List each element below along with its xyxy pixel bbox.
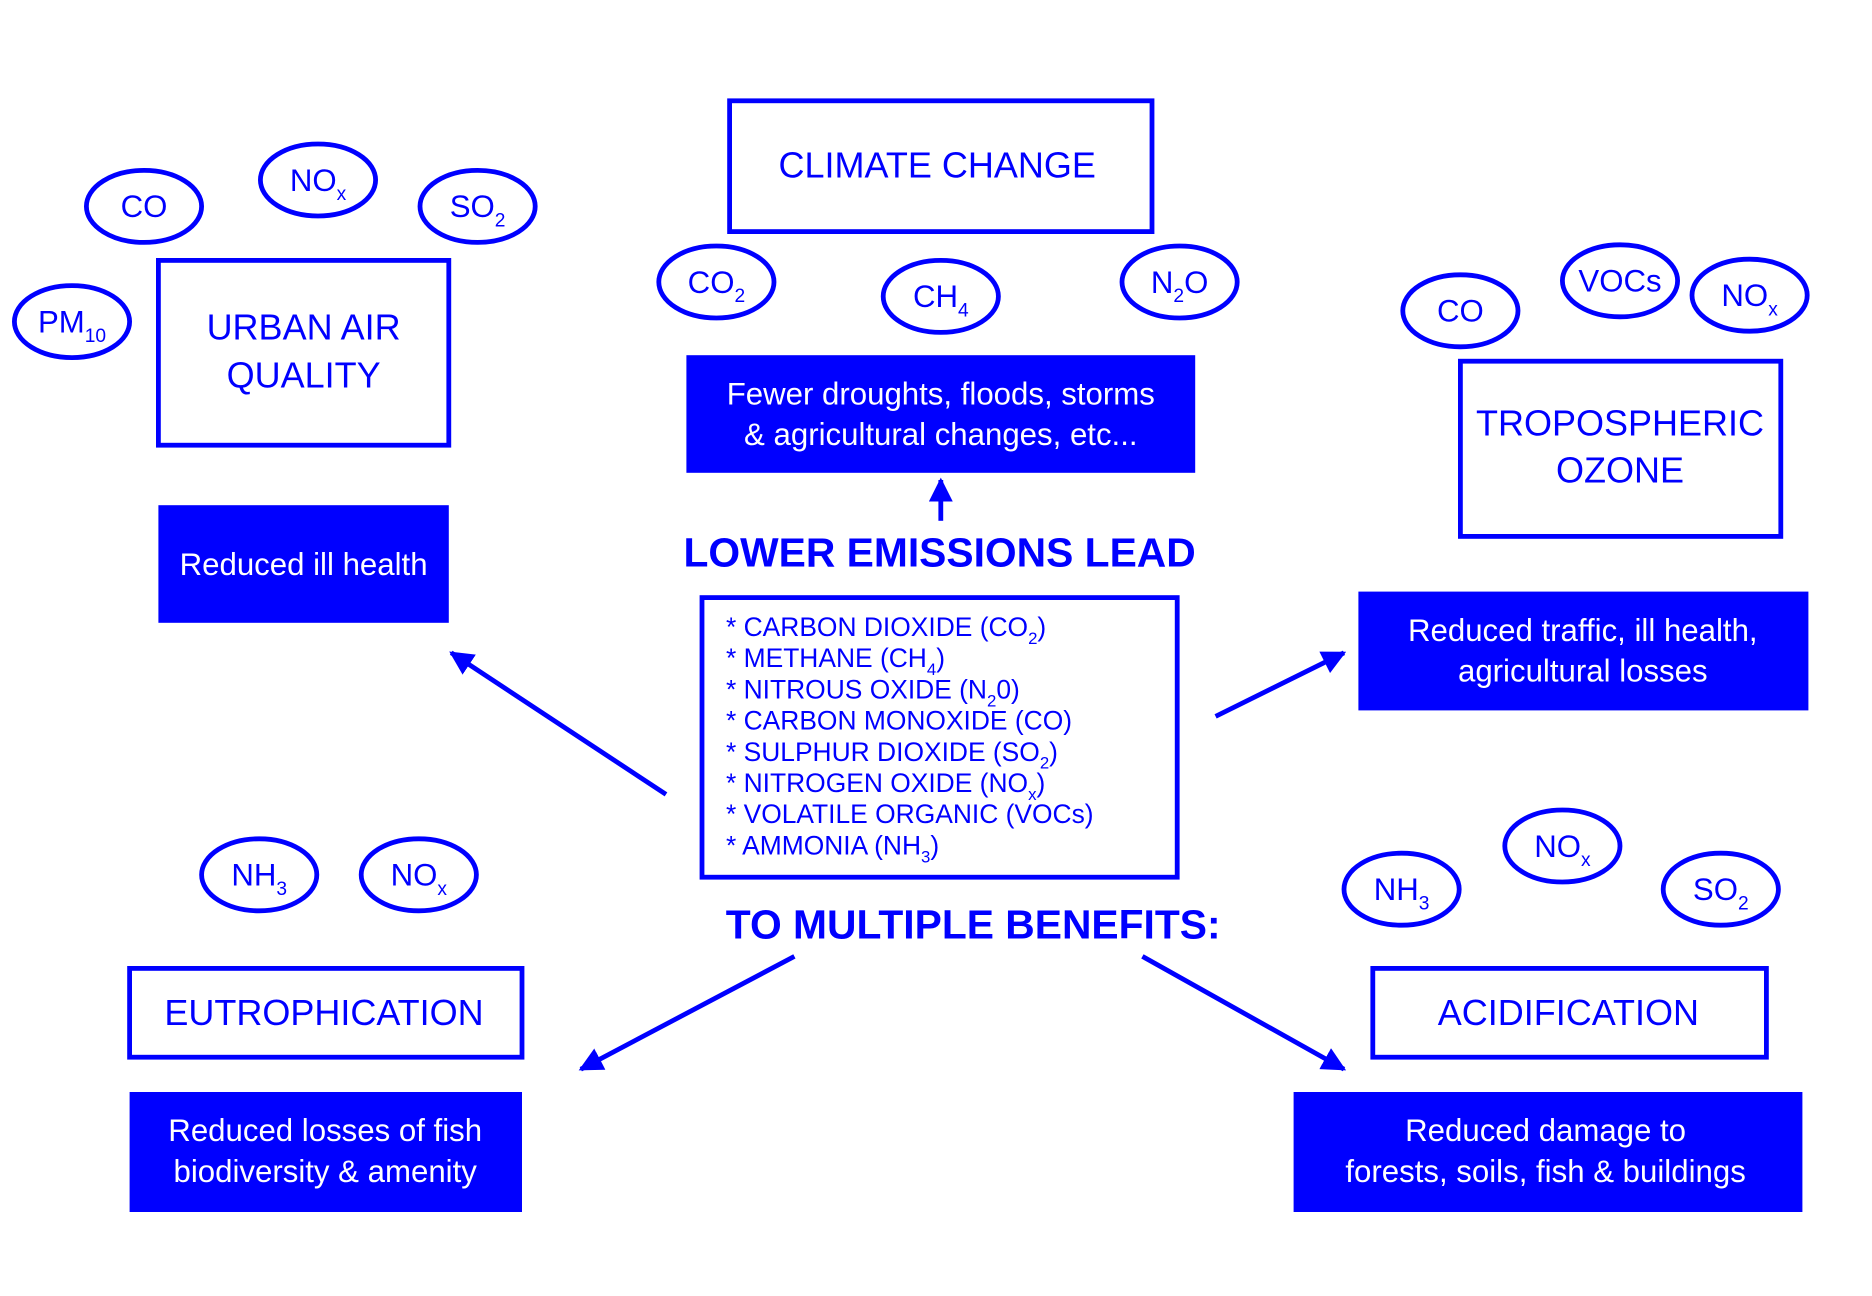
- climate-gas-n2o: N2O: [1119, 243, 1240, 321]
- urban-air-title-1: URBAN AIR: [207, 307, 401, 348]
- gas-label: NH3: [1374, 872, 1430, 914]
- gas-ellipse: [1560, 242, 1680, 320]
- pollutant-item: * SULPHUR DIOXIDE (SO2): [726, 737, 1058, 773]
- arrow-to-urban: [449, 650, 668, 797]
- ozone-box: [1458, 358, 1784, 539]
- gas-label: CO: [1437, 294, 1484, 329]
- eutrophication-group: EUTROPHICATION Reduced losses of fish bi…: [127, 966, 525, 1212]
- acidification-gas-nh3: NH3: [1341, 850, 1462, 928]
- acidification-benefit-line-2: forests, soils, fish & buildings: [1345, 1154, 1745, 1189]
- climate-change-title: CLIMATE CHANGE: [779, 145, 1096, 186]
- acidification-title: ACIDIFICATION: [1438, 992, 1699, 1033]
- pollutant-item: * NITROUS OXIDE (N20): [726, 674, 1020, 710]
- gas-label: SO2: [450, 189, 506, 231]
- acidification-benefit-box: [1293, 1092, 1803, 1212]
- ozone-benefit-line-1: Reduced traffic, ill health,: [1408, 613, 1758, 648]
- pollutant-item: * CARBON DIOXIDE (CO2): [726, 612, 1046, 648]
- eutrophication-benefit-box: [129, 1092, 522, 1212]
- heading-lower-emissions: LOWER EMISSIONS LEAD: [683, 529, 1195, 575]
- eutrophication-gas-nox: NOx: [358, 836, 479, 914]
- pollutant-item: * CARBON MONOXIDE (CO): [726, 706, 1072, 736]
- gas-label: NOx: [290, 163, 347, 205]
- climate-change-box: [727, 98, 1155, 234]
- arrow-to-eutrophication: [578, 954, 796, 1072]
- gas-label: VOCs: [1578, 264, 1661, 299]
- gas-label: NOx: [1721, 278, 1778, 320]
- climate-gas-ch4: CH4: [880, 258, 1001, 335]
- climate-gas-co2: CO2: [656, 243, 777, 321]
- gas-ellipse: [84, 168, 204, 245]
- ozone-group: TROPOSPHERIC OZONE Reduced traffic, ill …: [1358, 358, 1809, 711]
- acidification-group: ACIDIFICATION Reduced damage to forests,…: [1293, 966, 1803, 1212]
- gas-ellipse: [656, 243, 777, 321]
- pollutant-item: * METHANE (CH4): [726, 643, 945, 679]
- center-group: LOWER EMISSIONS LEAD * CARBON DIOXIDE (C…: [683, 529, 1220, 947]
- ozone-gas-vocs: VOCs: [1560, 242, 1680, 320]
- heading-multiple-benefits: TO MULTIPLE BENEFITS:: [726, 901, 1221, 947]
- urban-gas-co: CO: [84, 168, 204, 245]
- gas-ellipse: [1119, 243, 1240, 321]
- gas-ellipse: [1400, 272, 1521, 350]
- eutrophication-box: [127, 966, 525, 1060]
- pollutant-list-box: [699, 595, 1180, 880]
- pollutant-item: * VOLATILE ORGANIC (VOCs): [726, 799, 1094, 829]
- gas-ellipse: [1502, 807, 1623, 885]
- arrow-to-ozone: [1214, 650, 1347, 719]
- ozone-title-1: TROPOSPHERIC: [1476, 403, 1764, 444]
- gas-label: SO2: [1693, 872, 1749, 914]
- ozone-gas-co: CO: [1400, 272, 1521, 350]
- gas-label: CO: [121, 189, 168, 224]
- pollutant-list: * CARBON DIOXIDE (CO2)* METHANE (CH4)* N…: [726, 612, 1094, 866]
- ozone-benefit-line-2: agricultural losses: [1458, 654, 1708, 689]
- climate-change-group: CLIMATE CHANGE Fewer droughts, floods, s…: [686, 98, 1196, 473]
- eutrophication-benefit-line-1: Reduced losses of fish: [168, 1113, 482, 1148]
- urban-air-box: [155, 258, 452, 448]
- climate-benefit-line-1: Fewer droughts, floods, storms: [727, 376, 1155, 411]
- pollutant-item: * NITROGEN OXIDE (NOx): [726, 768, 1045, 804]
- gas-label: NOx: [391, 858, 448, 900]
- gas-ellipse: [417, 168, 538, 245]
- eutrophication-title: EUTROPHICATION: [164, 992, 483, 1033]
- ozone-title-2: OZONE: [1556, 449, 1684, 490]
- acidification-box: [1370, 966, 1769, 1060]
- climate-benefit-box: [686, 355, 1196, 473]
- gas-ellipse: [199, 836, 320, 914]
- gas-ellipse: [358, 836, 479, 914]
- acidification-gas-nox: NOx: [1502, 807, 1623, 885]
- climate-benefit-line-2: & agricultural changes, etc...: [744, 417, 1138, 452]
- gas-label: PM10: [38, 304, 106, 346]
- gas-label: NOx: [1534, 829, 1591, 871]
- gas-ellipse: [880, 258, 1001, 335]
- acidification-benefit-line-1: Reduced damage to: [1405, 1113, 1686, 1148]
- pollutant-item: * AMMONIA (NH3): [726, 830, 939, 866]
- ozone-gas-nox: NOx: [1689, 256, 1810, 334]
- gas-ellipse: [1660, 850, 1781, 928]
- urban-air-group: URBAN AIR QUALITY Reduced ill health: [155, 258, 452, 623]
- eutrophication-gas-nh3: NH3: [199, 836, 320, 914]
- gas-label: CH4: [913, 279, 969, 321]
- acidification-gas-so2: SO2: [1660, 850, 1781, 928]
- gas-label: N2O: [1151, 265, 1208, 307]
- urban-air-title-2: QUALITY: [227, 355, 381, 396]
- urban-gas-pm10: PM10: [12, 283, 132, 360]
- gas-ellipse: [258, 141, 378, 219]
- gas-ellipse: [1341, 850, 1462, 928]
- urban-benefit-line-1: Reduced ill health: [180, 547, 428, 582]
- urban-benefit-box: [158, 505, 449, 623]
- urban-gas-so2: SO2: [417, 168, 538, 245]
- urban-gas-nox: NOx: [258, 141, 378, 219]
- gas-ellipse: [12, 283, 132, 360]
- eutrophication-benefit-line-2: biodiversity & amenity: [174, 1154, 478, 1189]
- gas-ellipse: [1689, 256, 1810, 334]
- gas-label: CO2: [688, 265, 745, 307]
- arrow-to-acidification: [1141, 954, 1347, 1072]
- ozone-benefit-box: [1358, 591, 1809, 711]
- gas-label: NH3: [231, 858, 287, 900]
